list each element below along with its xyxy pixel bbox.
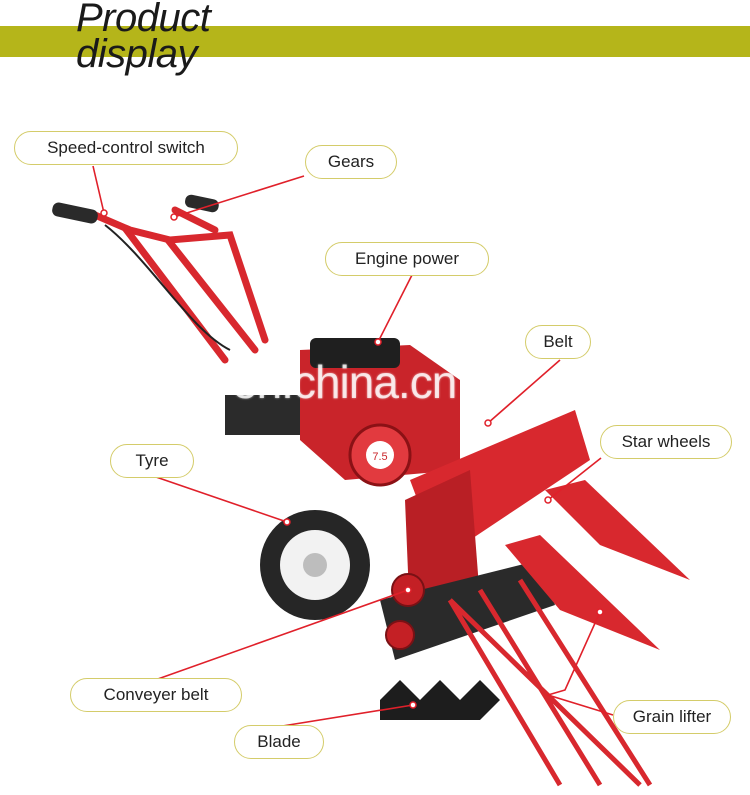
label-conveyer-belt: Conveyer belt [70,678,242,712]
star-wheel-lifter-1 [545,480,690,580]
cutter-bar [380,560,555,660]
page-title: Product display [76,0,211,76]
engine-block [300,345,460,480]
engine-badge-bg [366,441,394,469]
conveyer-pulley [385,620,415,650]
label-tyre: Tyre [110,444,194,478]
star-wheel-lifter-2 [505,535,660,650]
label-gears: Gears [305,145,397,179]
tyre-wheel [260,510,370,620]
label-star-wheels: Star wheels [600,425,732,459]
callout-dots [100,209,604,709]
handlebar-frame [91,206,269,364]
label-engine-power: Engine power [325,242,489,276]
right-grip [185,194,219,213]
label-belt: Belt [525,325,591,359]
callout-lines [92,165,614,729]
blade-teeth [380,680,500,720]
watermark-text: en.china.cn [232,356,457,408]
title-line-2: display [76,32,198,76]
grain-lifter-rods [447,578,653,787]
label-speed-control-switch: Speed-control switch [14,131,238,165]
label-blade: Blade [234,725,324,759]
throttle-cable [104,224,231,351]
engine-badge-text: 7.5 [372,451,387,463]
title-line-1: Product [76,0,211,40]
left-grip [52,202,98,224]
label-grain-lifter: Grain lifter [613,700,731,734]
title-banner-bar [0,26,750,57]
